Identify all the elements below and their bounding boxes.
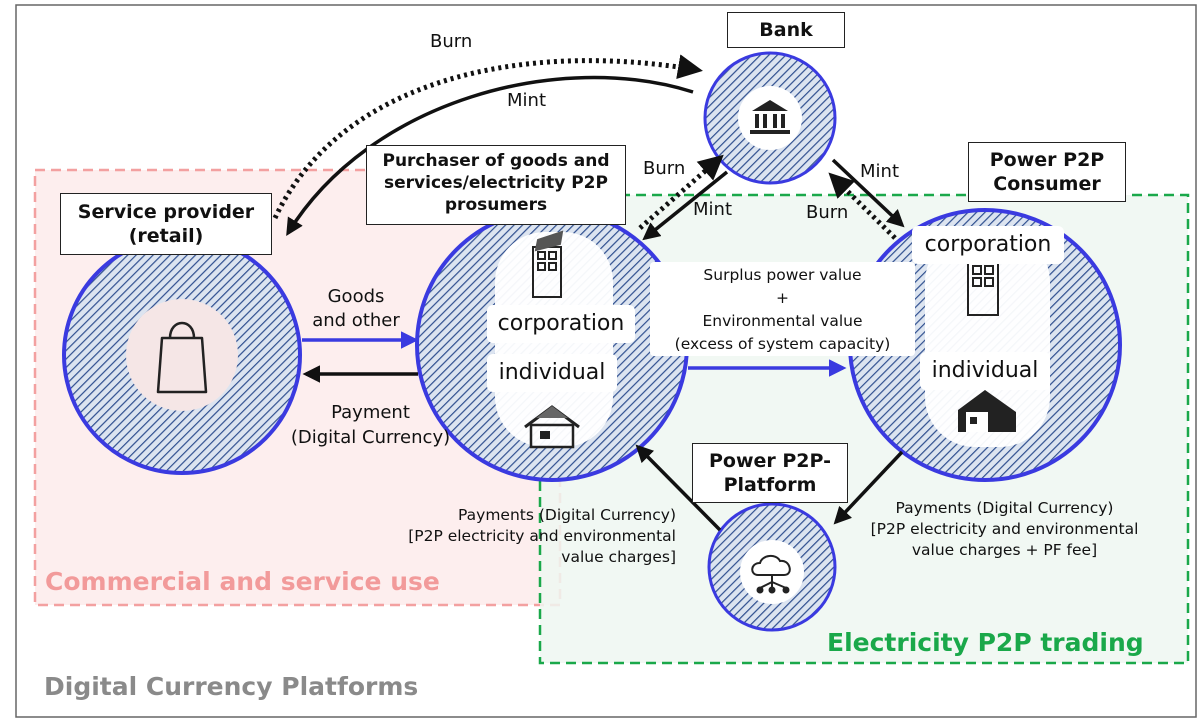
mint-arrow-top <box>286 75 694 236</box>
purchaser-label-box: Purchaser of goods and services/electric… <box>366 145 626 225</box>
payments-right-line3: value charges + PF fee] <box>911 541 1098 559</box>
burn-arrow-right <box>828 172 897 240</box>
bank-node <box>703 51 837 185</box>
house-icon <box>958 390 1016 432</box>
goods-line1: Goods <box>327 286 385 307</box>
purchaser-individual-label: individual <box>487 354 617 392</box>
burn-label-top: Burn <box>430 31 473 52</box>
consumer-individual-label: individual <box>920 352 1050 390</box>
payments-left-line2: [P2P electricity and environmental <box>408 527 676 545</box>
surplus-line2: + <box>776 289 789 307</box>
platform-label-line2: Platform <box>723 474 817 496</box>
bank-label: Bank <box>759 19 813 41</box>
outer-frame <box>15 4 1197 718</box>
payments-left-line1: Payments (Digital Currency) <box>458 506 676 524</box>
platform-label-box: Power P2P- Platform <box>692 443 848 503</box>
mint-label-right: Mint <box>860 161 899 182</box>
bank-label-box: Bank <box>727 12 845 48</box>
payment-to-prosumer-arrow <box>635 444 722 532</box>
mint-label-top: Mint <box>507 90 546 111</box>
surplus-line3: Environmental value <box>702 312 863 330</box>
consumer-corporation-label: corporation <box>912 226 1064 264</box>
p2p-zone-label: Electricity P2P trading <box>827 628 1144 657</box>
payment-line2: (Digital Currency) <box>290 427 451 448</box>
payments-left-label: Payments (Digital Currency) [P2P electri… <box>398 505 676 568</box>
consumer-node <box>848 208 1122 482</box>
goods-line2: and other <box>312 310 400 331</box>
purchaser-label-line3: prosumers <box>444 195 548 215</box>
surplus-line1: Surplus power value <box>703 266 862 284</box>
commercial-zone-label: Commercial and service use <box>45 567 440 596</box>
service-provider-node <box>62 235 302 475</box>
payments-right-line1: Payments (Digital Currency) <box>895 499 1114 517</box>
mint-arrow-left <box>642 170 729 241</box>
burn-arrow-top <box>272 54 703 220</box>
cloud-network-icon <box>751 555 791 594</box>
surplus-line4: (excess of system capacity) <box>674 335 891 353</box>
shopping-bag-icon <box>156 321 208 394</box>
burn-label-right: Burn <box>806 202 849 223</box>
mint-arrow-right <box>831 158 905 228</box>
bank-icon <box>750 100 790 134</box>
purchaser-corporation-label: corporation <box>487 305 635 343</box>
payments-left-line3: value charges] <box>561 548 676 566</box>
payment-from-consumer-arrow <box>833 450 904 525</box>
service-provider-label-box: Service provider (retail) <box>60 193 272 255</box>
burn-label-left: Burn <box>643 158 686 179</box>
mint-label-left: Mint <box>693 199 732 220</box>
goods-label: Goods and other <box>306 285 406 333</box>
service-provider-label-line1: Service provider <box>77 201 255 223</box>
purchaser-label-line1: Purchaser of goods and <box>382 151 610 171</box>
consumer-label-box: Power P2P Consumer <box>968 142 1126 202</box>
platform-label-line1: Power P2P- <box>708 450 832 472</box>
payments-right-label: Payments (Digital Currency) [P2P electri… <box>852 498 1157 561</box>
consumer-label-line2: Consumer <box>993 173 1101 195</box>
purchaser-label-line2: services/electricity P2P <box>384 173 608 193</box>
solar-house-icon <box>524 405 580 449</box>
service-provider-label-line2: (retail) <box>128 225 204 247</box>
payments-right-line2: [P2P electricity and environmental <box>870 520 1139 538</box>
platform-node <box>707 502 837 632</box>
payment-line1: Payment <box>331 402 410 423</box>
surplus-value-box: Surplus power value + Environmental valu… <box>650 262 915 356</box>
solar-building-icon <box>532 230 564 298</box>
payment-label: Payment (Digital Currency) <box>278 400 463 450</box>
page-title: Digital Currency Platforms <box>44 672 419 701</box>
consumer-label-line1: Power P2P <box>989 149 1105 171</box>
